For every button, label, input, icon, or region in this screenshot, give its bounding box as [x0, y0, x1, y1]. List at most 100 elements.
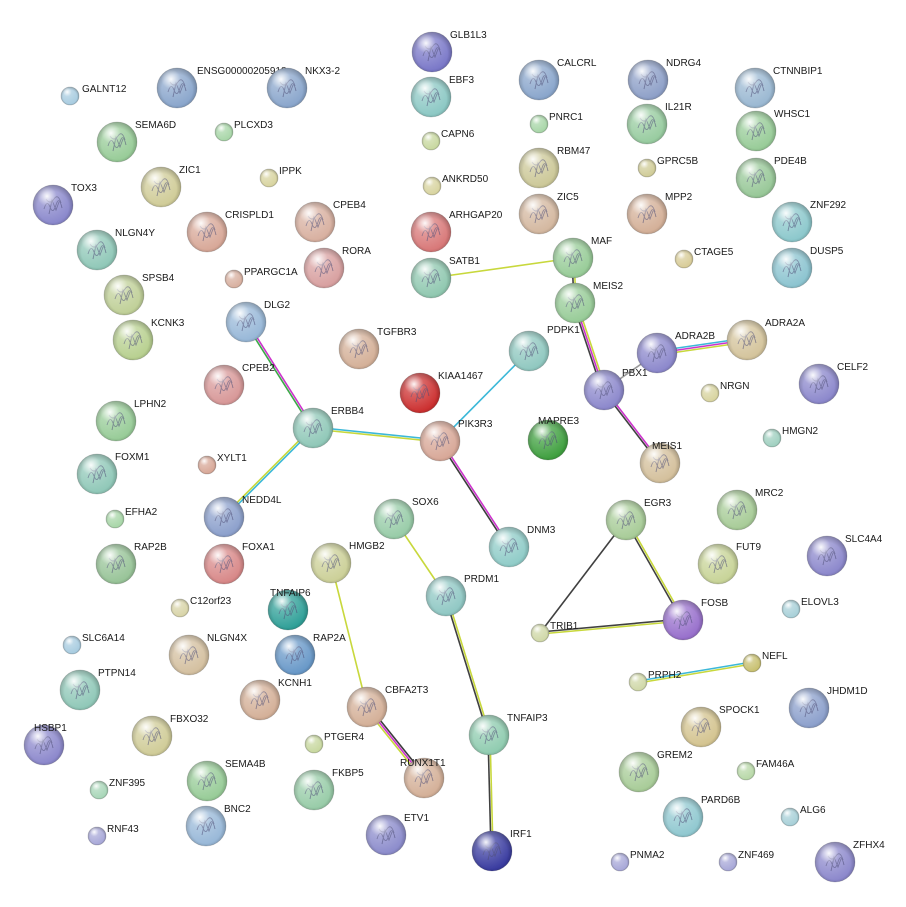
node-irf1[interactable]: IRF1: [471, 829, 532, 872]
node-zic1[interactable]: ZIC1: [140, 165, 201, 208]
edge-hmgb2-cbfa2t3[interactable]: [330, 562, 368, 708]
node-pnrc1[interactable]: PNRC1: [529, 112, 583, 134]
edge-dlg2-erbb4[interactable]: [244, 321, 315, 429]
edge-pik3r3-dnm3[interactable]: [438, 440, 511, 548]
node-arhgap20[interactable]: ARHGAP20: [410, 210, 503, 253]
node-ctage5[interactable]: CTAGE5: [674, 247, 734, 269]
node-etv1[interactable]: ETV1: [365, 813, 429, 856]
node-c12orf23[interactable]: C12orf23: [170, 596, 232, 618]
node-prph2[interactable]: PRPH2: [628, 670, 682, 692]
node-znf469[interactable]: ZNF469: [718, 850, 775, 872]
node-dnm3[interactable]: DNM3: [488, 525, 556, 568]
edge-pdpk1-pik3r3[interactable]: [439, 350, 530, 442]
node-slc4a4[interactable]: SLC4A4: [806, 534, 883, 577]
node-tnfaip3[interactable]: TNFAIP3: [468, 713, 548, 756]
node-meis1[interactable]: MEIS1: [639, 441, 682, 484]
node-egr3[interactable]: EGR3: [605, 498, 672, 541]
node-fut9[interactable]: FUT9: [697, 542, 761, 585]
node-tnfaip6[interactable]: TNFAIP6: [267, 588, 311, 631]
node-prdm1[interactable]: PRDM1: [425, 574, 499, 617]
node-nrgn[interactable]: NRGN: [700, 381, 749, 403]
node-glb1l3[interactable]: GLB1L3: [411, 30, 487, 73]
node-ebf3[interactable]: EBF3: [410, 75, 474, 118]
edge-prph2-nefl[interactable]: [637, 661, 753, 684]
node-lphn2[interactable]: LPHN2: [95, 399, 167, 442]
node-trib1[interactable]: TRIB1: [530, 621, 579, 643]
node-ctnnbip1[interactable]: CTNNBIP1: [734, 66, 823, 109]
node-meis2[interactable]: MEIS2: [554, 281, 623, 324]
node-pnma2[interactable]: PNMA2: [610, 850, 665, 872]
node-runx1t1[interactable]: RUNX1T1: [400, 757, 446, 799]
node-ppargc1a[interactable]: PPARGC1A: [224, 267, 298, 289]
node-cpeb2[interactable]: CPEB2: [203, 363, 275, 406]
node-bnc2[interactable]: BNC2: [185, 804, 251, 847]
edge-egr3-trib1[interactable]: [539, 519, 627, 634]
node-pard6b[interactable]: PARD6B: [662, 795, 741, 838]
node-calcrl[interactable]: CALCRL: [518, 58, 597, 101]
node-rnf43[interactable]: RNF43: [87, 824, 139, 846]
node-pbx1[interactable]: PBX1: [583, 368, 648, 411]
node-nedd4l[interactable]: NEDD4L: [203, 495, 282, 538]
node-ptpn14[interactable]: PTPN14: [59, 668, 136, 711]
edge-trib1-fosb[interactable]: [539, 618, 684, 635]
node-sema6d[interactable]: SEMA6D: [96, 120, 176, 163]
node-satb1[interactable]: SATB1: [410, 256, 480, 299]
node-fosb[interactable]: FOSB: [662, 598, 729, 641]
node-ankrd50[interactable]: ANKRD50: [422, 174, 489, 196]
node-pde4b[interactable]: PDE4B: [735, 156, 807, 199]
node-cpeb4[interactable]: CPEB4: [294, 200, 366, 243]
node-xylt1[interactable]: XYLT1: [197, 453, 247, 475]
node-jhdm1d[interactable]: JHDM1D: [788, 686, 868, 729]
node-mapre3[interactable]: MAPRE3: [527, 416, 580, 461]
node-fam46a[interactable]: FAM46A: [736, 759, 795, 781]
node-ndrg4[interactable]: NDRG4: [627, 58, 701, 101]
node-capn6[interactable]: CAPN6: [421, 129, 475, 151]
node-slc6a14[interactable]: SLC6A14: [62, 633, 125, 655]
node-zfhx4[interactable]: ZFHX4: [814, 840, 885, 883]
node-adra2b[interactable]: ADRA2B: [636, 331, 715, 374]
node-crispld1[interactable]: CRISPLD1: [186, 210, 274, 253]
node-spock1[interactable]: SPOCK1: [680, 705, 760, 748]
node-nlgn4x[interactable]: NLGN4X: [168, 633, 247, 676]
node-celf2[interactable]: CELF2: [798, 362, 869, 405]
node-kcnh1[interactable]: KCNH1: [239, 678, 312, 721]
node-ptger4[interactable]: PTGER4: [304, 732, 364, 754]
node-pdpk1[interactable]: PDPK1: [508, 325, 580, 372]
node-znf292[interactable]: ZNF292: [771, 200, 847, 243]
node-erbb4[interactable]: ERBB4: [292, 406, 364, 449]
edge-satb1-maf[interactable]: [430, 257, 574, 279]
node-whsc1[interactable]: WHSC1: [735, 109, 811, 152]
node-kiaa1467[interactable]: KIAA1467: [399, 371, 483, 414]
node-nlgn4y[interactable]: NLGN4Y: [76, 228, 155, 271]
node-hsbp1[interactable]: HSBP1: [23, 723, 67, 766]
node-dusp5[interactable]: DUSP5: [771, 246, 844, 289]
node-grem2[interactable]: GREM2: [618, 750, 693, 793]
node-tgfbr3[interactable]: TGFBR3: [338, 327, 417, 370]
node-kcnk3[interactable]: KCNK3: [112, 318, 185, 361]
edge-erbb4-pik3r3[interactable]: [312, 426, 441, 443]
node-cbfa2t3[interactable]: CBFA2T3: [346, 685, 429, 728]
node-spsb4[interactable]: SPSB4: [103, 273, 175, 316]
node-hmgb2[interactable]: HMGB2: [310, 541, 385, 584]
node-dlg2[interactable]: DLG2: [225, 300, 291, 343]
node-ensg00000205918[interactable]: ENSG00000205918: [156, 66, 287, 109]
node-sema4b[interactable]: SEMA4B: [186, 759, 266, 802]
node-fbxo32[interactable]: FBXO32: [131, 714, 209, 757]
node-rap2b[interactable]: RAP2B: [95, 542, 167, 585]
node-gprc5b[interactable]: GPRC5B: [637, 156, 698, 178]
node-pik3r3[interactable]: PIK3R3: [419, 419, 493, 462]
node-zic5[interactable]: ZIC5: [518, 192, 579, 235]
node-foxm1[interactable]: FOXM1: [76, 452, 150, 495]
node-sox6[interactable]: SOX6: [373, 497, 439, 540]
node-adra2a[interactable]: ADRA2A: [726, 318, 805, 361]
node-foxa1[interactable]: FOXA1: [203, 542, 275, 585]
node-galnt12[interactable]: GALNT12: [60, 84, 127, 106]
node-il21r[interactable]: IL21R: [626, 102, 692, 145]
node-nkx3-2[interactable]: NKX3-2: [266, 66, 340, 109]
node-rora[interactable]: RORA: [303, 246, 371, 289]
node-efha2[interactable]: EFHA2: [105, 507, 158, 529]
node-maf[interactable]: MAF: [552, 236, 612, 279]
node-znf395[interactable]: ZNF395: [89, 778, 146, 800]
node-nefl[interactable]: NEFL: [742, 651, 788, 673]
node-mrc2[interactable]: MRC2: [716, 488, 784, 531]
